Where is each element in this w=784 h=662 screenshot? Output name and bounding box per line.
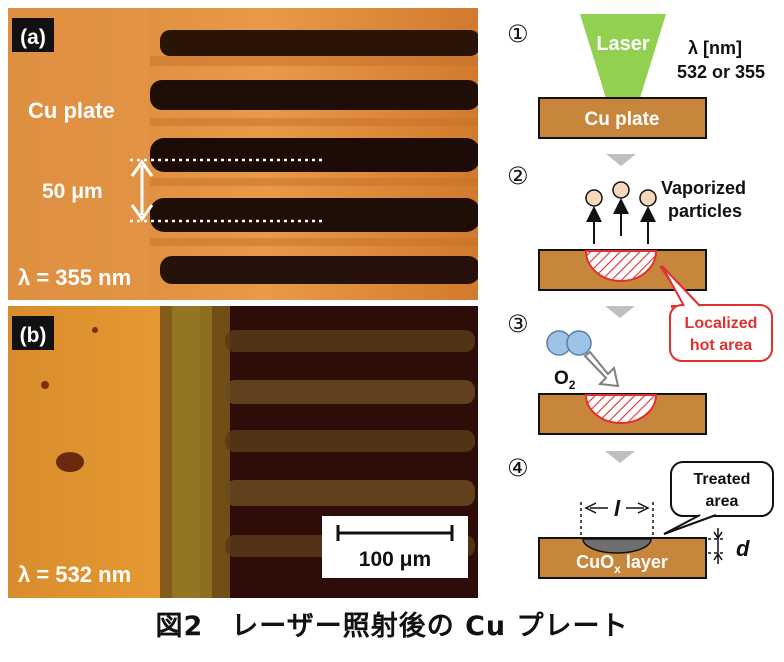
panel-a-tag: (a): [20, 26, 46, 49]
surface-defect: [56, 452, 84, 472]
step-1-marker: ①: [507, 21, 529, 48]
cu-plate-step-1-label: Cu plate: [585, 109, 660, 130]
panel-a-micrograph: [8, 8, 478, 300]
lambda-label: λ [nm]: [688, 38, 742, 58]
spacing-label: 50 μm: [42, 180, 103, 203]
panel-a-tag-box: [12, 18, 54, 52]
vaporized-label-1: Vaporized: [661, 178, 746, 198]
scale-bar-label: 100 μm: [359, 548, 431, 571]
hot-area-step-2: [584, 250, 658, 282]
laser-beam: [580, 14, 666, 98]
oxygen-molecule: [546, 330, 592, 356]
panel-b-tag-box: [12, 316, 54, 350]
lambda-values: 532 or 355: [677, 62, 765, 82]
hot-callout-box: [669, 304, 773, 362]
laser-label: Laser: [596, 33, 650, 55]
groove-stripes-a: [150, 30, 478, 284]
wavelength-label-b: λ = 532 nm: [18, 562, 131, 587]
flow-arrow-3: [605, 451, 635, 463]
wavelength-label-a: λ = 355 nm: [18, 265, 131, 290]
spacing-arrow: [130, 159, 154, 222]
depth-label-d: d: [736, 536, 750, 561]
step-3-marker: ③: [507, 311, 529, 338]
scale-bar: [322, 516, 468, 578]
figure-caption: 図2 レーザー照射後の Cu プレート: [155, 611, 629, 642]
flow-arrow-2: [605, 306, 635, 318]
width-label-l: l: [614, 496, 621, 521]
oxygen-flow-arrow: [583, 350, 620, 388]
hot-label-1: Localized: [685, 315, 758, 332]
hot-label-2: hot area: [690, 337, 752, 354]
cu-plate-label-a: Cu plate: [28, 98, 115, 123]
treated-callout-box: [670, 461, 774, 517]
vaporized-particles: [585, 181, 657, 244]
step-4-marker: ④: [507, 455, 529, 482]
vaporized-label-2: particles: [668, 201, 742, 221]
cu-plate-step-1: [538, 97, 707, 139]
treated-label-1: Treated: [694, 471, 751, 488]
treated-label-2: area: [706, 493, 739, 510]
flow-arrow-1: [606, 154, 636, 166]
hot-area-step-3: [584, 394, 658, 424]
cuox-layer-label: CuOx layer: [576, 552, 668, 576]
oxygen-label: O2: [554, 368, 576, 392]
step-2-marker: ②: [507, 163, 529, 190]
oxide-layer-shape: [582, 538, 652, 554]
panel-b-tag: (b): [20, 324, 47, 347]
